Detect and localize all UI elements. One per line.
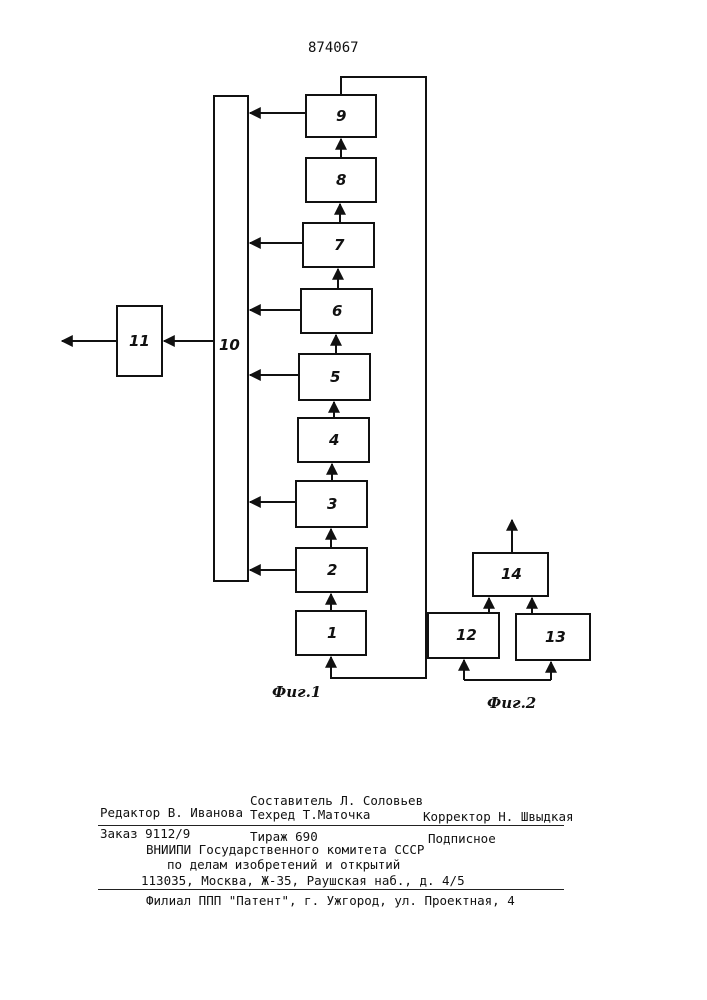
block-8-label: 8 xyxy=(336,171,346,189)
block-4-label: 4 xyxy=(328,431,339,449)
block-5-label: 5 xyxy=(330,368,340,386)
branch-line: Филиал ППП "Патент", г. Ужгород, ул. Про… xyxy=(146,894,515,908)
order-line: Заказ 9112/9 xyxy=(100,827,190,841)
techred-line: Техред Т.Маточка xyxy=(250,808,370,822)
block-6-label: 6 xyxy=(332,302,342,320)
fig1-caption: Фиг.1 xyxy=(272,683,321,701)
block-10-label: 10 xyxy=(219,336,240,354)
block-1-label: 1 xyxy=(327,624,337,642)
block-3-label: 3 xyxy=(327,495,337,513)
block-12-label: 12 xyxy=(456,626,477,644)
fig2-caption: Фиг.2 xyxy=(487,694,536,712)
compiler-line: Составитель Л. Соловьев xyxy=(250,794,423,808)
editor-line: Редактор В. Иванова xyxy=(100,806,243,820)
block-13-label: 13 xyxy=(545,628,566,646)
org-line-1: ВНИИПИ Государственного комитета СССР xyxy=(146,843,424,857)
block-9-label: 9 xyxy=(336,107,346,125)
block-14-label: 14 xyxy=(501,565,522,583)
org-line-2: по делам изобретений и открытий xyxy=(167,858,400,872)
footer-rule-bottom xyxy=(98,889,564,890)
corrector-line: Корректор Н. Швыдкая xyxy=(423,810,574,824)
block-11-label: 11 xyxy=(129,332,150,350)
subscription-line: Подписное xyxy=(428,832,496,846)
block-7-label: 7 xyxy=(334,236,345,254)
block-2-label: 2 xyxy=(327,561,337,579)
org-line-3: 113035, Москва, Ж-35, Раушская наб., д. … xyxy=(141,874,465,888)
patent-number: 874067 xyxy=(308,40,359,56)
